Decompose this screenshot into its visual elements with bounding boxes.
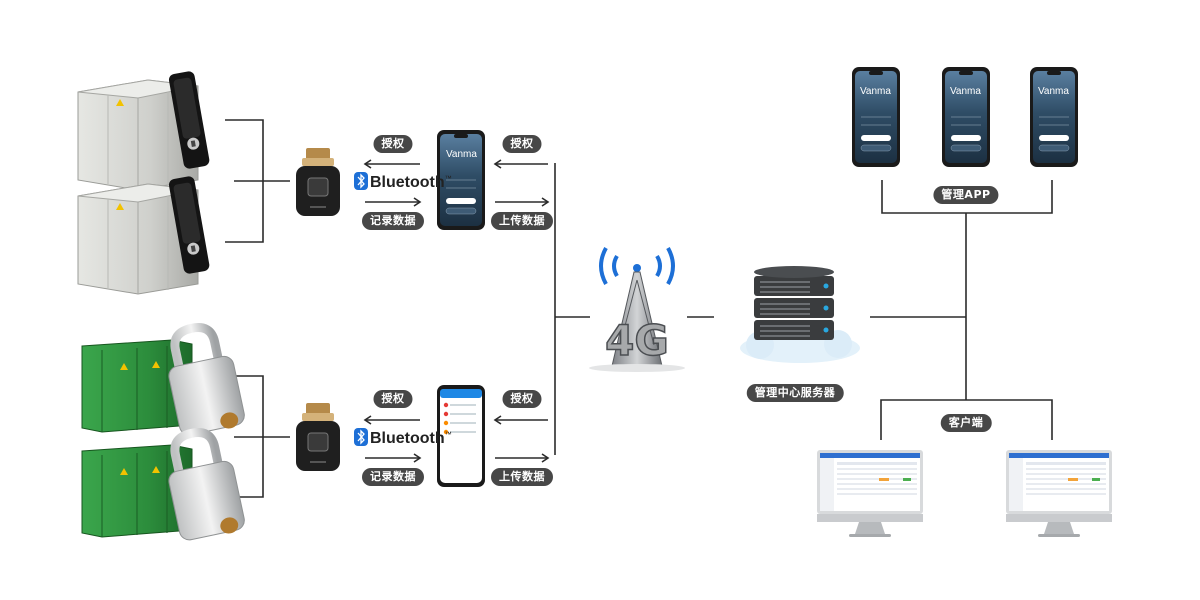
record-data-label-top: 记录数据: [362, 212, 424, 230]
smartphone-app-1: [851, 66, 901, 168]
smartphone-app-2: [941, 66, 991, 168]
bluetooth-icon: [354, 428, 368, 446]
trademark-mark: ™: [444, 431, 452, 439]
server-cloud-icon: [740, 266, 860, 363]
key-reader-top: [295, 147, 341, 217]
phone-brand-app-2: Vanma: [950, 86, 981, 97]
management-server-label: 管理中心服务器: [746, 384, 844, 402]
bluetooth-label-bottom: Bluetooth™: [354, 428, 452, 448]
key-reader-bottom: [295, 402, 341, 472]
network-4g-label: 4G: [605, 316, 669, 365]
management-app-label: 管理APP: [933, 186, 999, 204]
bluetooth-text: Bluetooth: [370, 430, 445, 447]
authorize-label-phone-top: 授权: [502, 135, 542, 153]
trademark-mark: ™: [444, 175, 452, 183]
connector-lines: [225, 119, 1053, 498]
upload-data-label-top: 上传数据: [491, 212, 553, 230]
phone-brand-top: Vanma: [446, 149, 477, 160]
smartphone-bottom: [437, 385, 485, 487]
authorize-label-reader-top: 授权: [373, 135, 413, 153]
authorize-label-phone-bottom: 授权: [502, 390, 542, 408]
authorize-label-reader-bottom: 授权: [373, 390, 413, 408]
phone-brand-app-1: Vanma: [860, 86, 891, 97]
smartphone-app-3: [1029, 66, 1079, 168]
desktop-monitor-2: [1006, 450, 1112, 537]
upload-data-label-bottom: 上传数据: [491, 468, 553, 486]
record-data-label-bottom: 记录数据: [362, 468, 424, 486]
bluetooth-text: Bluetooth: [370, 174, 445, 191]
arrows: [363, 159, 550, 463]
bluetooth-label-top: Bluetooth™: [354, 172, 452, 192]
bluetooth-icon: [354, 172, 368, 190]
phone-brand-app-3: Vanma: [1038, 86, 1069, 97]
client-label: 客户端: [940, 414, 992, 432]
desktop-monitor-1: [817, 450, 923, 537]
tower-4g-icon: [589, 247, 685, 372]
